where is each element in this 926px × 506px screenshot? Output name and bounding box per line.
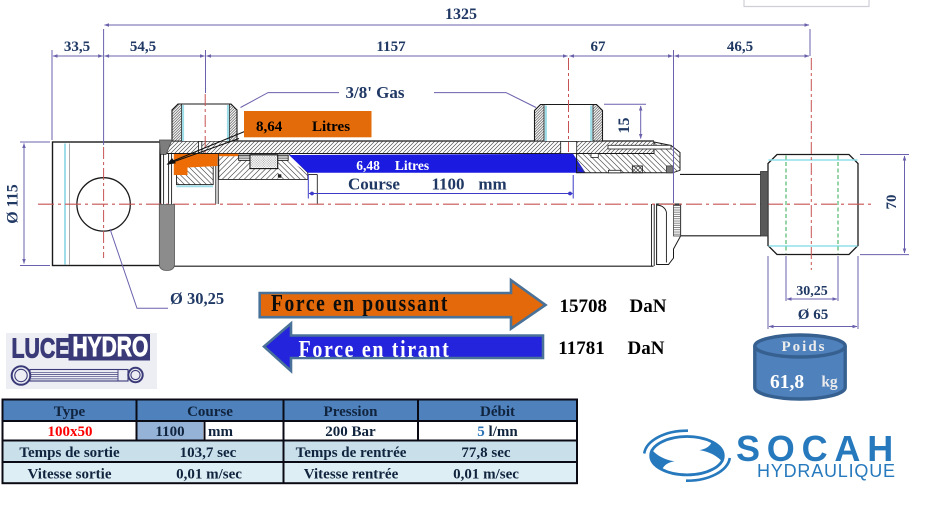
svg-text:1325: 1325	[445, 6, 477, 23]
svg-text:77,8 sec: 77,8 sec	[461, 445, 510, 461]
svg-text:0,01 m/sec: 0,01 m/sec	[176, 467, 242, 483]
svg-text:HYDRO: HYDRO	[73, 332, 149, 363]
svg-text:11781: 11781	[558, 338, 604, 359]
svg-text:33,5: 33,5	[64, 39, 90, 55]
svg-text:mm: mm	[478, 175, 506, 194]
svg-text:Ø 65: Ø 65	[798, 307, 828, 323]
svg-text:6,48: 6,48	[356, 158, 380, 173]
svg-text:LUCE: LUCE	[12, 333, 70, 365]
svg-text:Temps de sortie: Temps de sortie	[19, 445, 120, 461]
svg-text:3/8' Gas: 3/8' Gas	[345, 83, 404, 102]
svg-text:Poids: Poids	[781, 339, 826, 355]
svg-text:61,8: 61,8	[770, 372, 804, 393]
svg-text:1100: 1100	[155, 424, 184, 440]
svg-text:Litres: Litres	[395, 158, 429, 173]
svg-text:HYDRAULIQUE: HYDRAULIQUE	[757, 461, 896, 481]
svg-text:Vitesse sortie: Vitesse sortie	[28, 467, 112, 483]
svg-text:8,64: 8,64	[256, 119, 283, 135]
svg-text:70: 70	[884, 195, 900, 210]
svg-text:Type: Type	[54, 404, 86, 420]
svg-text:Débit: Débit	[480, 404, 515, 420]
svg-text:Temps de rentrée: Temps de rentrée	[296, 445, 407, 461]
svg-text:SOCAH: SOCAH	[736, 428, 900, 469]
svg-text:15708: 15708	[560, 296, 608, 317]
svg-text:Litres: Litres	[312, 119, 350, 135]
svg-text:Vitesse rentrée: Vitesse rentrée	[304, 467, 399, 483]
svg-text:Course: Course	[187, 404, 233, 420]
svg-text:0,01 m/sec: 0,01 m/sec	[453, 467, 519, 483]
svg-text:5 l/mn: 5 l/mn	[477, 424, 518, 440]
svg-text:67: 67	[591, 39, 607, 55]
svg-text:DaN: DaN	[630, 296, 667, 317]
svg-text:Ø 30,25: Ø 30,25	[170, 289, 224, 308]
svg-text:46,5: 46,5	[727, 39, 753, 55]
svg-text:103,7 sec: 103,7 sec	[180, 445, 237, 461]
svg-text:54,5: 54,5	[130, 39, 156, 55]
svg-text:Pression: Pression	[324, 404, 379, 420]
svg-text:DaN: DaN	[628, 338, 665, 359]
svg-text:Force en poussant: Force en poussant	[271, 291, 449, 317]
svg-text:200 Bar: 200 Bar	[325, 424, 376, 440]
svg-text:1157: 1157	[376, 39, 406, 55]
svg-text:kg: kg	[821, 374, 838, 391]
svg-text:100x50: 100x50	[48, 424, 93, 440]
svg-text:Course: Course	[348, 175, 400, 194]
svg-text:30,25: 30,25	[796, 284, 828, 299]
svg-text:mm: mm	[208, 424, 233, 440]
svg-text:Force en tirant: Force en tirant	[299, 337, 451, 363]
svg-text:1100: 1100	[431, 175, 464, 194]
svg-text:15: 15	[616, 118, 633, 134]
svg-text:Ø 115: Ø 115	[5, 184, 22, 224]
